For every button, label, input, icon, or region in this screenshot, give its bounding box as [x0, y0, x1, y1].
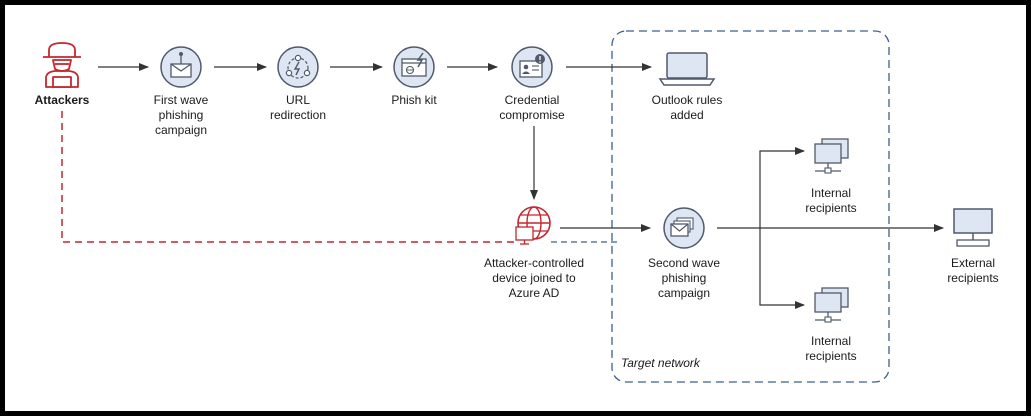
label-external-recipients: External recipients	[947, 256, 999, 285]
label-target-network: Target network	[621, 356, 700, 370]
desktop-computer-icon	[953, 208, 993, 247]
target-network-boundary	[611, 30, 890, 383]
label-internal-recipients-bottom: Internal recipients	[805, 334, 857, 363]
label-outlook-rules: Outlook rules added	[651, 93, 723, 122]
diagram-graphics	[43, 30, 993, 383]
redirection-icon	[277, 46, 319, 88]
mail-stack-icon	[663, 207, 705, 249]
arrow-branch-internal-bottom	[759, 228, 805, 309]
hacker-icon	[43, 42, 81, 88]
phish-kit-icon	[393, 46, 435, 88]
label-attackers: Attackers	[34, 93, 90, 107]
label-first-wave: First wave phishing campaign	[153, 93, 209, 137]
phishing-mail-icon	[160, 46, 202, 88]
label-internal-recipients-top: Internal recipients	[805, 186, 857, 215]
credential-card-icon	[511, 46, 553, 88]
label-second-wave: Second wave phishing campaign	[647, 256, 721, 300]
laptop-icon	[658, 52, 716, 86]
label-credential-compromise: Credential compromise	[499, 93, 565, 122]
label-attacker-device: Attacker-controlled device joined to Azu…	[483, 256, 585, 300]
label-phish-kit: Phish kit	[391, 93, 437, 107]
globe-device-icon	[515, 206, 551, 245]
diagram-canvas: Attackers First wave phishing campaign U…	[5, 5, 1026, 411]
attacker-dashed-path	[61, 111, 517, 243]
label-url-redirection: URL redirection	[269, 93, 327, 122]
networked-computers-icon	[814, 138, 849, 174]
networked-computers-icon	[814, 287, 849, 323]
arrow-branch-internal-top	[759, 147, 805, 228]
